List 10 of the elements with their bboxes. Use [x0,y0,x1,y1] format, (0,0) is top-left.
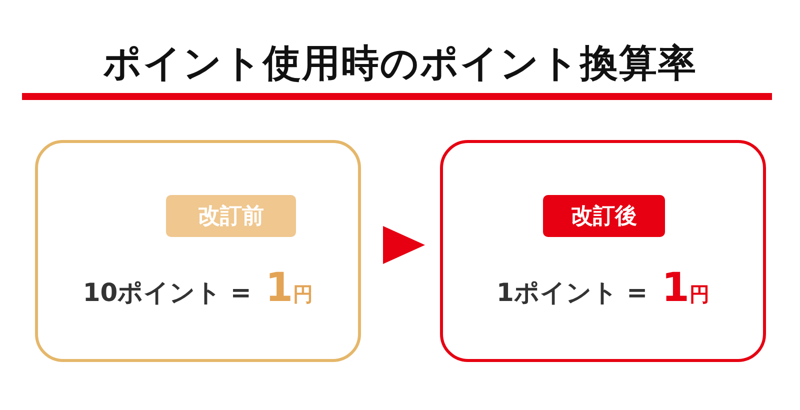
label-tag: 改訂後 [543,195,665,237]
title: ポイント使用時のポイント換算率 [102,40,698,87]
arrow [383,226,425,264]
rate-card [35,140,361,362]
label-tag: 改訂前 [166,195,296,237]
yen-value: 1円 [662,265,710,311]
points-text: 1ポイント = [496,277,648,309]
rate-card [440,140,766,362]
points-text: 10ポイント = [82,277,252,309]
yen-value: 1円 [265,265,314,311]
